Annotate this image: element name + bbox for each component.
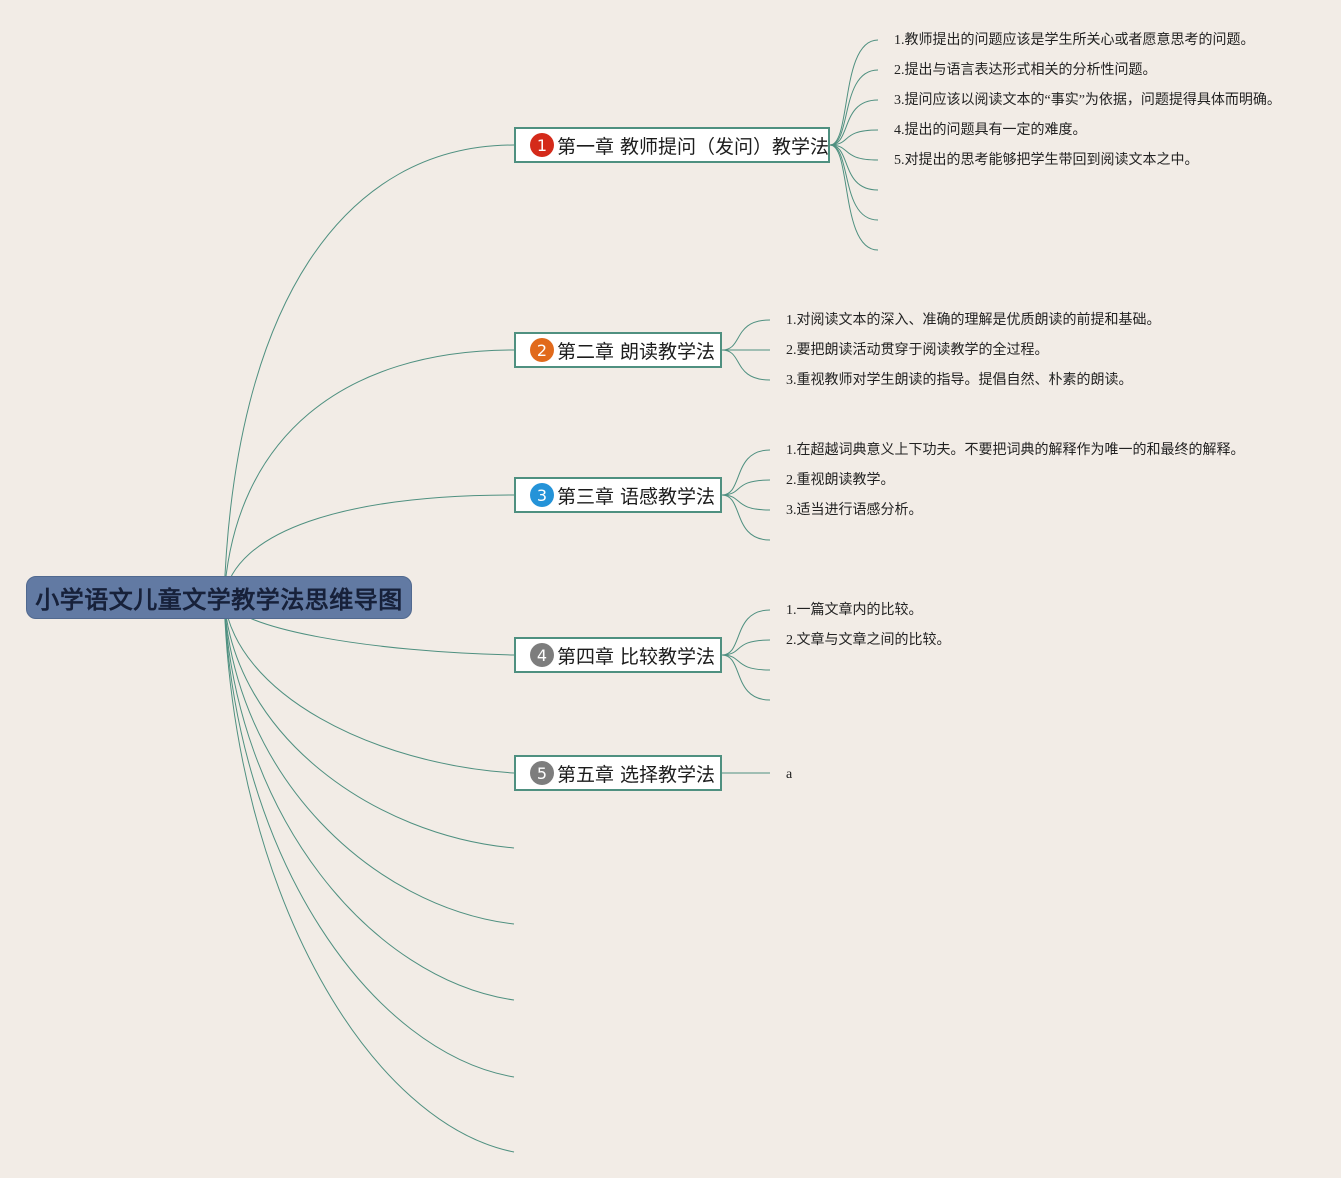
chapter-1-leaf-5[interactable]: 5.对提出的思考能够把学生带回到阅读文本之中。 [894, 153, 1199, 168]
chapter-2-leaf-1[interactable]: 1.对阅读文本的深入、准确的理解是优质朗读的前提和基础。 [786, 313, 1161, 328]
chapter-4-number-badge: 4 [530, 643, 554, 667]
chapter-2-leaf-2[interactable]: 2.要把朗读活动贯穿于阅读教学的全过程。 [786, 343, 1049, 358]
chapter-2-node[interactable]: 2 第二章 朗读教学法 [514, 332, 722, 368]
chapter-1-label: 第一章 教师提问（发问）教学法 [557, 135, 830, 158]
chapter-3-leaf-line-3 [721, 494, 771, 511]
chapter-4-label: 第四章 比较教学法 [557, 645, 716, 668]
chapter-4-leaf-2[interactable]: 2.文章与文章之间的比较。 [786, 633, 951, 648]
chapter-3-number-badge: 3 [530, 483, 554, 507]
chapter-3-leaf-1[interactable]: 1.在超越词典意义上下功夫。不要把词典的解释作为唯一的和最终的解释。 [786, 443, 1245, 458]
root-branch-line-6 [223, 597, 515, 849]
chapter-4-node[interactable]: 4 第四章 比较教学法 [514, 637, 722, 673]
chapter-1-leaf-4[interactable]: 4.提出的问题具有一定的难度。 [894, 123, 1087, 138]
chapter-2-number-badge: 2 [530, 338, 554, 362]
chapter-1-leaf-line-3 [829, 99, 879, 146]
root-topic[interactable]: 小学语文儿童文学教学法思维导图 [26, 576, 412, 619]
chapter-1-leaf-line-6 [829, 144, 879, 191]
root-branch-line-9 [223, 597, 515, 1078]
chapter-2-leaf-line-3 [721, 349, 771, 381]
chapter-3-label: 第三章 语感教学法 [557, 485, 716, 508]
root-branch-line-8 [223, 597, 515, 1001]
chapter-4-leaf-line-2 [721, 639, 771, 656]
chapter-3-leaf-2[interactable]: 2.重视朗读教学。 [786, 473, 895, 488]
chapter-1-leaf-line-5 [829, 144, 879, 161]
root-branch-line-7 [223, 597, 515, 925]
chapter-3-node[interactable]: 3 第三章 语感教学法 [514, 477, 722, 513]
chapter-1-leaf-line-4 [829, 129, 879, 146]
chapter-1-leaf-3[interactable]: 3.提问应该以阅读文本的“事实”为依据，问题提得具体而明确。 [894, 93, 1281, 108]
root-branch-line-10 [223, 597, 515, 1153]
chapter-2-label: 第二章 朗读教学法 [557, 340, 716, 363]
chapter-5-leaf-1[interactable]: a [786, 767, 793, 782]
chapter-2-leaf-3[interactable]: 3.重视教师对学生朗读的指导。提倡自然、朴素的朗读。 [786, 373, 1133, 388]
chapter-5-node[interactable]: 5 第五章 选择教学法 [514, 755, 722, 791]
chapter-2-leaf-line-1 [721, 319, 771, 351]
chapter-3-leaf-line-4 [721, 494, 771, 541]
chapter-5-label: 第五章 选择教学法 [557, 763, 716, 786]
chapter-1-number-badge: 1 [530, 133, 554, 157]
chapter-3-leaf-3[interactable]: 3.适当进行语感分析。 [786, 503, 923, 518]
chapter-3-leaf-line-2 [721, 479, 771, 496]
chapter-4-leaf-line-1 [721, 609, 771, 656]
chapter-1-leaf-line-2 [829, 69, 879, 146]
root-branch-line-5 [223, 597, 515, 774]
chapter-3-leaf-line-1 [721, 449, 771, 496]
chapter-5-number-badge: 5 [530, 761, 554, 785]
root-branch-line-2 [223, 349, 515, 599]
chapter-1-leaf-line-1 [829, 39, 879, 146]
chapter-4-leaf-line-3 [721, 654, 771, 671]
chapter-1-leaf-line-8 [829, 144, 879, 251]
chapter-1-leaf-1[interactable]: 1.教师提出的问题应该是学生所关心或者愿意思考的问题。 [894, 33, 1255, 48]
chapter-1-leaf-line-7 [829, 144, 879, 221]
chapter-1-leaf-2[interactable]: 2.提出与语言表达形式相关的分析性问题。 [894, 63, 1157, 78]
chapter-4-leaf-line-4 [721, 654, 771, 701]
chapter-1-node[interactable]: 1 第一章 教师提问（发问）教学法 [514, 127, 830, 163]
root-topic-label: 小学语文儿童文学教学法思维导图 [35, 586, 403, 614]
chapter-4-leaf-1[interactable]: 1.一篇文章内的比较。 [786, 603, 923, 618]
root-branch-line-1 [223, 144, 515, 599]
